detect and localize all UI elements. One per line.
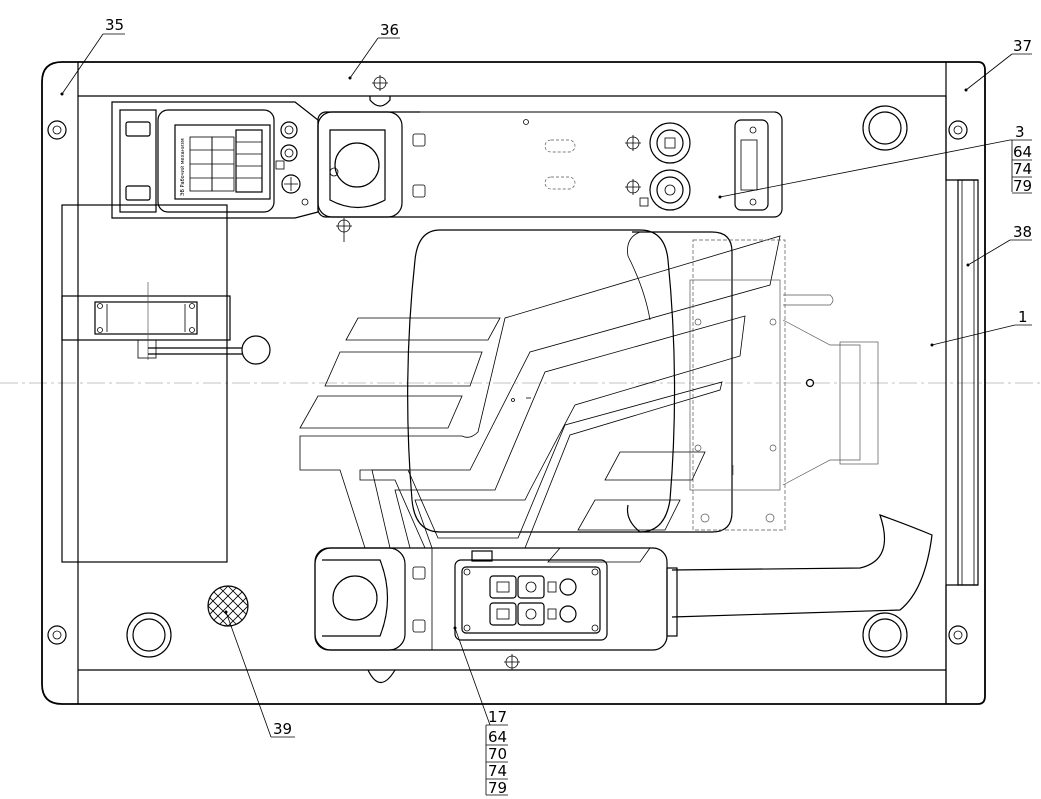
callout-39: 39 (273, 720, 292, 738)
callout-3-ref-74: 74 (1013, 160, 1032, 178)
leader-dots (60, 76, 970, 630)
callout-17-ref-64: 64 (488, 728, 507, 746)
callout-37: 37 (1013, 37, 1032, 55)
callout-17-ref-79: 79 (488, 779, 507, 797)
terminal-label: ЭВ Рабочий механизм (179, 138, 186, 196)
bottom-control-pendant-17 (314, 75, 678, 670)
callout-17-ref-70: 70 (488, 745, 507, 763)
callout-36: 36 (380, 21, 399, 39)
callouts: 35 36 37 3 64 74 79 38 1 39 17 64 70 74 … (105, 16, 1032, 797)
left-panel (61, 204, 271, 563)
callout-1: 1 (1018, 308, 1028, 326)
control-box-top-left: ЭВ Рабочий механизм (111, 101, 319, 219)
callout-3-ref-64: 64 (1013, 143, 1032, 161)
callout-3: 3 (1015, 123, 1025, 141)
hose (671, 514, 933, 618)
top-mechanism-box-3 (317, 111, 783, 242)
callout-35: 35 (105, 16, 124, 34)
corner-bolts (47, 120, 968, 645)
callout-3-ref-79: 79 (1013, 177, 1032, 195)
right-mechanism (689, 239, 879, 531)
callout-17-ref-74: 74 (488, 762, 507, 780)
mounting-bosses (126, 105, 908, 658)
central-cover (407, 229, 733, 533)
right-bracket-38 (945, 96, 979, 704)
callout-17: 17 (488, 708, 507, 726)
chevron-shapes (299, 235, 781, 563)
callout-38: 38 (1013, 223, 1032, 241)
leader-lines (61, 33, 1032, 795)
plug-39 (207, 585, 249, 627)
